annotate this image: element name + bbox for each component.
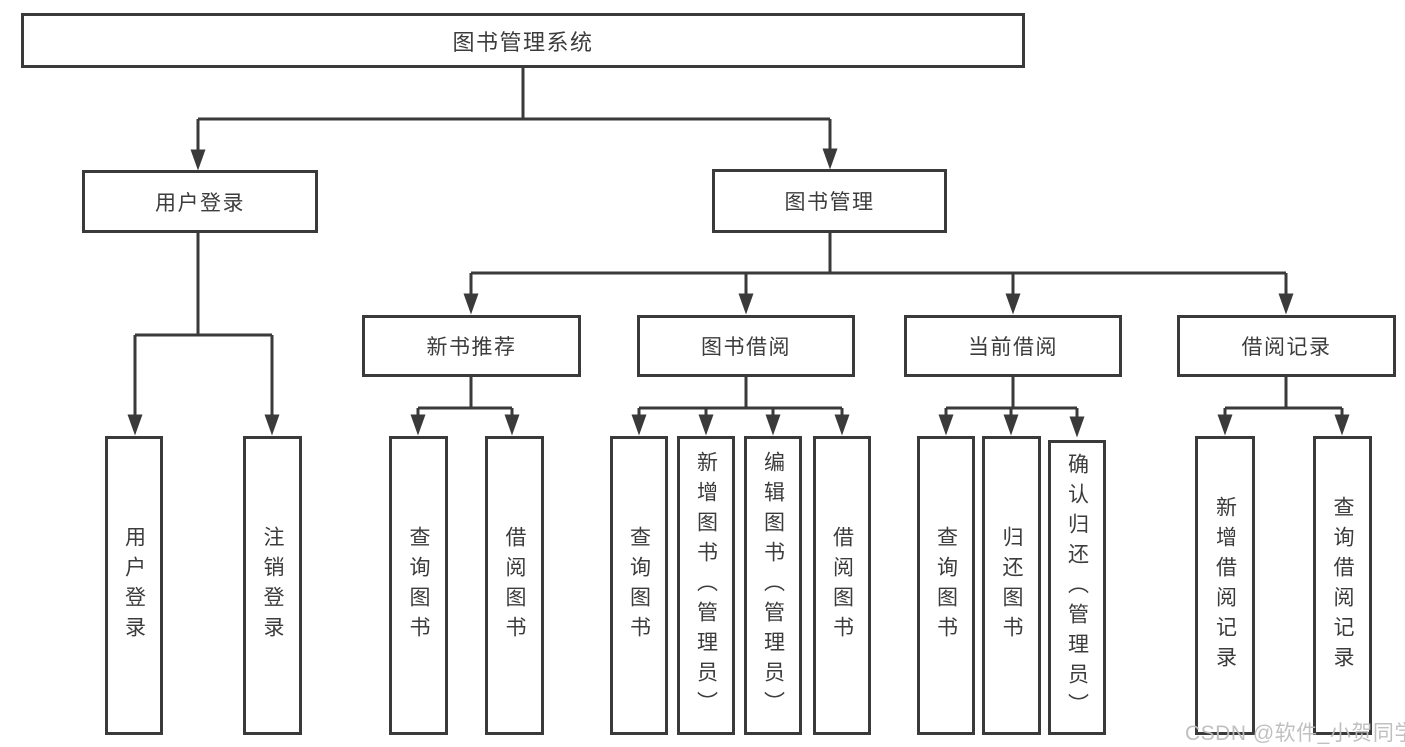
leaf-borrow-books: 借阅图书	[813, 436, 871, 735]
leaf-label: 查询借阅记录	[1331, 495, 1354, 676]
node-library-management-system: 图书管理系统	[21, 13, 1025, 68]
leaf-recommend-query-books: 查询图书	[389, 436, 448, 735]
leaf-return-books: 归还图书	[982, 436, 1041, 735]
node-current-borrow: 当前借阅	[904, 315, 1122, 377]
node-borrow-records: 借阅记录	[1177, 315, 1396, 377]
leaf-label: 新增借阅记录	[1213, 495, 1237, 676]
node-book-management: 图书管理	[712, 169, 947, 233]
leaf-label: 查询图书	[627, 525, 651, 646]
node-label: 图书管理系统	[452, 29, 594, 55]
leaf-label: 归还图书	[1000, 525, 1023, 646]
leaf-label: 借阅图书	[830, 525, 854, 646]
leaf-edit-books-admin: 编辑图书（管理员）	[744, 436, 802, 735]
node-label: 图书管理	[784, 191, 875, 214]
leaf-label: 用户登录	[122, 525, 146, 646]
leaf-recommend-borrow-books: 借阅图书	[485, 436, 544, 735]
node-user-login: 用户登录	[82, 170, 318, 233]
leaf-borrow-query-books: 查询图书	[610, 436, 668, 735]
leaf-query-borrow-record: 查询借阅记录	[1313, 436, 1372, 735]
node-label: 借阅记录	[1241, 336, 1332, 359]
node-new-book-recommend: 新书推荐	[362, 315, 581, 377]
node-label: 当前借阅	[968, 336, 1058, 359]
leaf-add-books-admin: 新增图书（管理员）	[677, 436, 735, 735]
leaf-label: 编辑图书（管理员）	[761, 450, 785, 721]
node-label: 用户登录	[155, 191, 245, 215]
leaf-label: 新增图书（管理员）	[694, 450, 718, 721]
leaf-user-login: 用户登录	[105, 436, 163, 735]
leaf-label: 确认归还（管理员）	[1065, 452, 1089, 723]
csdn-watermark: CSDN @软件_小贺同学	[1185, 722, 1405, 745]
leaf-add-borrow-record: 新增借阅记录	[1195, 436, 1255, 735]
node-label: 新书推荐	[426, 336, 517, 359]
node-label: 图书借阅	[701, 336, 791, 359]
connector-trunks	[135, 68, 1342, 410]
leaf-confirm-return-admin: 确认归还（管理员）	[1048, 440, 1106, 735]
leaf-label: 注销登录	[261, 525, 284, 646]
leaf-label: 查询图书	[407, 525, 430, 646]
leaf-logout: 注销登录	[243, 436, 302, 735]
leaf-label: 查询图书	[934, 525, 958, 646]
leaf-current-query-books: 查询图书	[917, 436, 975, 735]
node-book-borrow: 图书借阅	[637, 315, 855, 377]
leaf-label: 借阅图书	[503, 525, 526, 646]
